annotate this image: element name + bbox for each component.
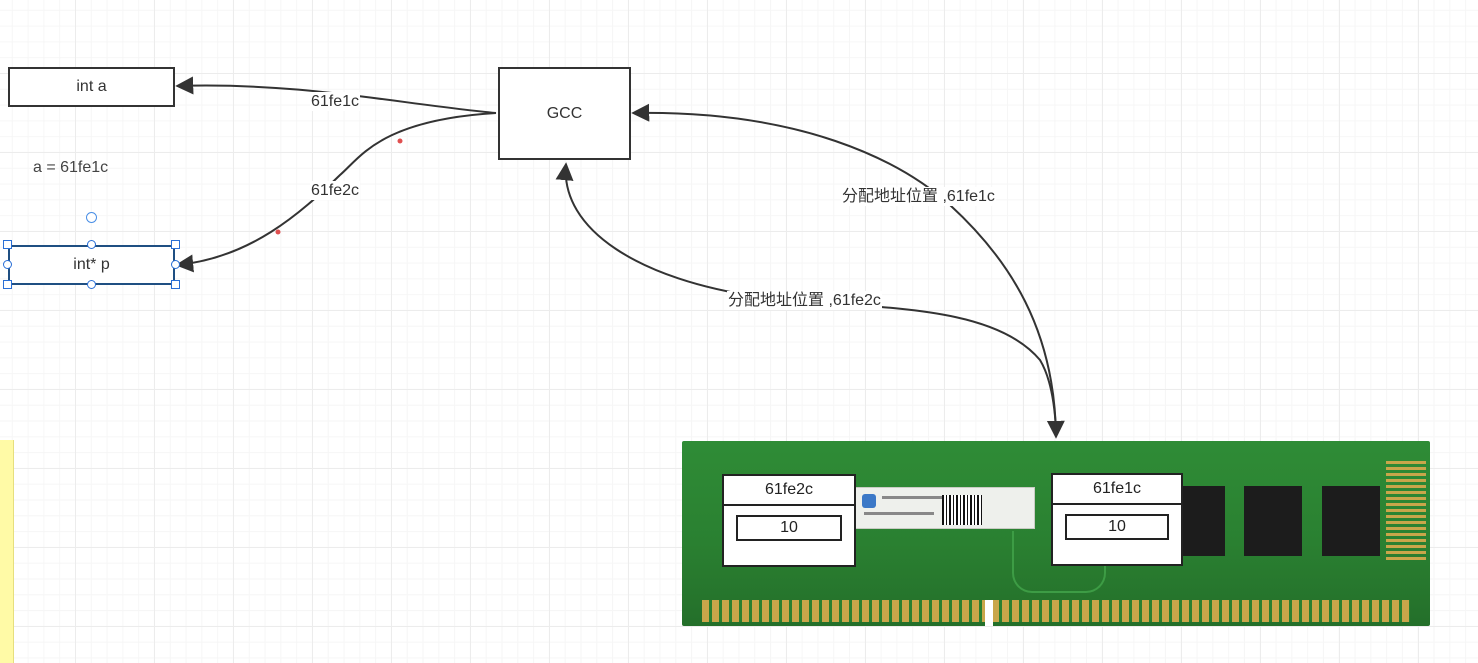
int-a-label: int a xyxy=(76,78,107,95)
barcode-icon xyxy=(942,495,982,525)
resize-handle-bottom[interactable] xyxy=(87,280,96,289)
memory-cell-address: 61fe2c xyxy=(724,476,854,506)
gold-contacts xyxy=(702,600,1410,622)
sticker-line xyxy=(882,496,962,499)
edge-waypoint[interactable] xyxy=(397,138,403,144)
gcc-node[interactable]: GCC xyxy=(498,67,631,160)
memory-chip xyxy=(1322,486,1380,556)
int-a-node[interactable]: int a xyxy=(8,67,175,107)
side-pins xyxy=(1386,461,1426,561)
memory-cell-61fe1c[interactable]: 61fe1c 10 xyxy=(1051,473,1183,566)
memory-cell-61fe2c[interactable]: 61fe2c 10 xyxy=(722,474,856,567)
sticker-line xyxy=(864,512,934,515)
int-p-label: int* p xyxy=(73,256,110,273)
edge-waypoint[interactable] xyxy=(275,229,281,235)
resize-handle-top[interactable] xyxy=(87,240,96,249)
edge-gcc-ram-61fe1c[interactable] xyxy=(631,103,1065,439)
ram-logo-icon xyxy=(862,494,876,508)
resize-handle-right[interactable] xyxy=(171,260,180,269)
memory-cell-value[interactable]: 10 xyxy=(736,515,842,541)
sticky-note[interactable] xyxy=(0,440,14,663)
edge-label-alloc-61fe2c[interactable]: 分配地址位置 ,61fe2c xyxy=(727,291,882,310)
rotate-handle[interactable] xyxy=(86,212,97,223)
resize-handle-br[interactable] xyxy=(171,280,180,289)
edge-label-61fe1c[interactable]: 61fe1c xyxy=(310,92,361,111)
edge-label-61fe2c[interactable]: 61fe2c xyxy=(310,181,361,200)
resize-handle-tl[interactable] xyxy=(3,240,12,249)
memory-cell-address: 61fe1c xyxy=(1053,475,1181,505)
resize-handle-bl[interactable] xyxy=(3,280,12,289)
memory-cell-value[interactable]: 10 xyxy=(1065,514,1169,540)
key-notch xyxy=(985,600,993,626)
resize-handle-left[interactable] xyxy=(3,260,12,269)
edge-label-alloc-61fe1c[interactable]: 分配地址位置 ,61fe1c xyxy=(841,187,996,206)
resize-handle-tr[interactable] xyxy=(171,240,180,249)
gcc-label: GCC xyxy=(546,104,583,122)
a-value-text[interactable]: a = 61fe1c xyxy=(33,159,109,176)
memory-chip xyxy=(1244,486,1302,556)
edge-gcc-to-int-p[interactable] xyxy=(175,112,497,273)
int-p-node[interactable]: int* p xyxy=(8,245,175,285)
